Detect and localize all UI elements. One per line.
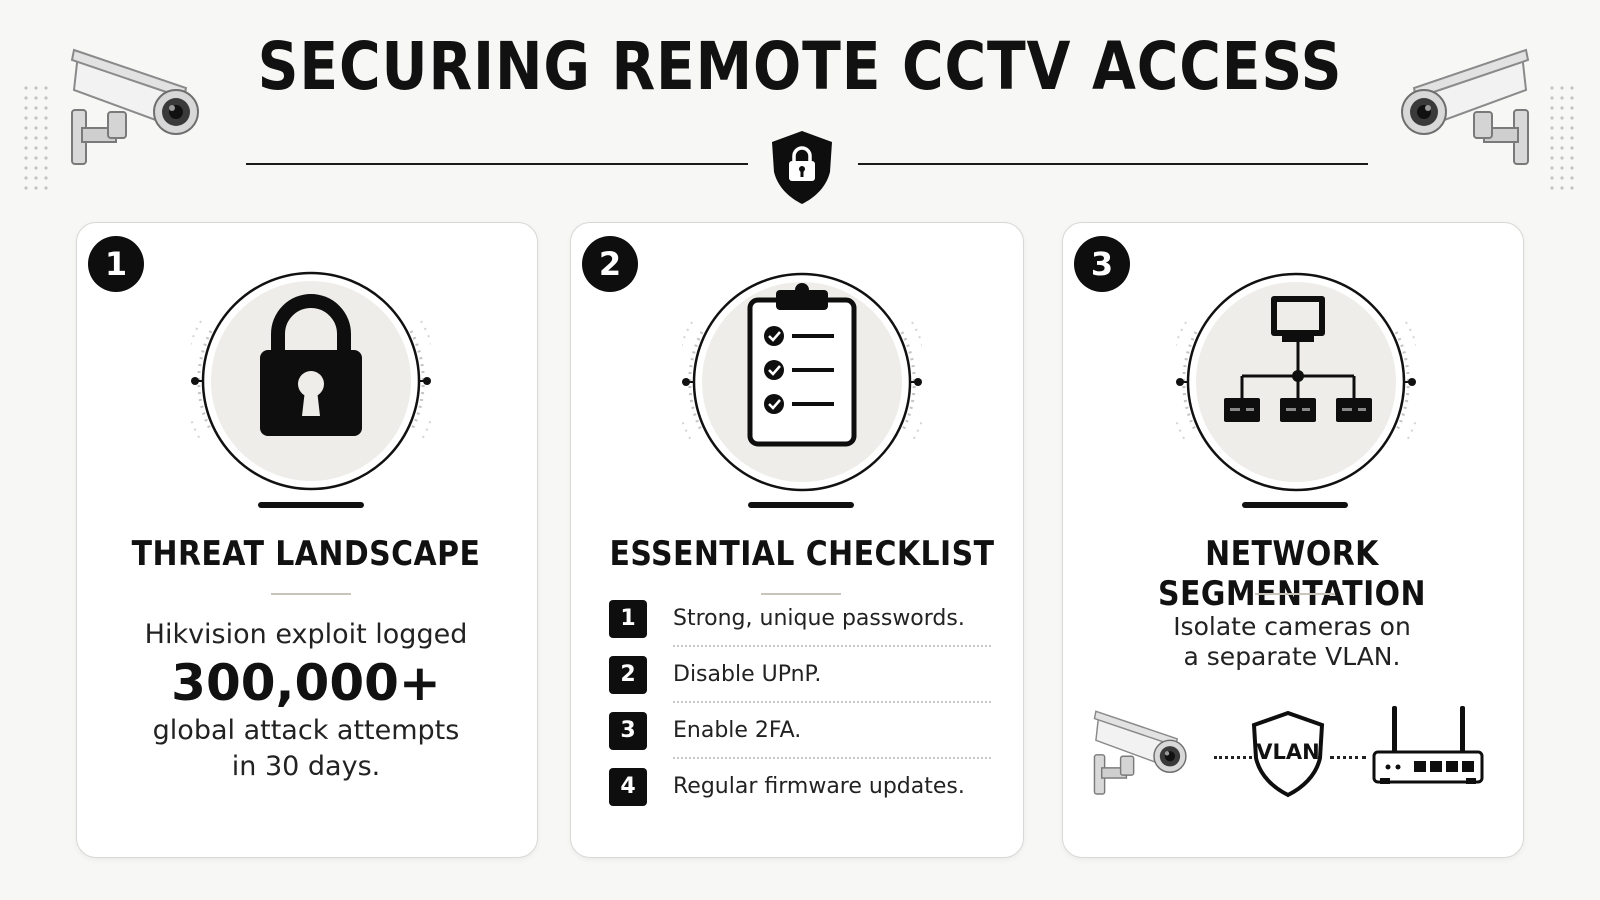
checklist-divider (673, 757, 991, 759)
checklist-item-number: 3 (609, 712, 647, 750)
network-hierarchy-icon (1224, 296, 1372, 422)
shield-lock-icon (772, 131, 832, 204)
heading-divider (761, 593, 841, 595)
icon-underbar (1242, 502, 1348, 508)
card-heading: NETWORK SEGMENTATION (1157, 534, 1427, 614)
card-number-badge: 2 (582, 236, 638, 292)
vlan-label: VLAN (1256, 740, 1320, 764)
threat-tail-text-1: global attack attempts (152, 715, 460, 746)
checklist-item-text: Strong, unique passwords. (673, 606, 965, 631)
padlock-icon (260, 294, 362, 436)
heading-divider (1255, 593, 1335, 595)
card-heading: THREAT LANDSCAPE (131, 534, 481, 574)
dot-pattern-right (1550, 86, 1574, 190)
header-rule-left (246, 163, 748, 165)
checklist-item-text: Enable 2FA. (673, 718, 802, 743)
checklist-item-number: 2 (609, 656, 647, 694)
icon-underbar (258, 502, 364, 508)
vlan-shield-icon (1251, 710, 1325, 798)
checklist-item-text: Disable UPnP. (673, 662, 822, 687)
connection-dots-right (1330, 756, 1366, 759)
icon-underbar (748, 502, 854, 508)
router-icon (1372, 706, 1484, 784)
checklist-item-number: 1 (609, 600, 647, 638)
card-number-badge: 1 (88, 236, 144, 292)
threat-tail-text-2: in 30 days. (231, 751, 381, 782)
heading-divider (271, 593, 351, 595)
segmentation-text-1: Isolate cameras on (1173, 612, 1411, 641)
card-number-badge: 3 (1074, 236, 1130, 292)
checklist-divider (673, 645, 991, 647)
cctv-camera-icon (1093, 710, 1187, 795)
dot-pattern-left (24, 86, 48, 190)
segmentation-text-2: a separate VLAN. (1183, 642, 1401, 671)
checklist-item-text: Regular firmware updates. (673, 774, 965, 799)
attack-count-stat: 300,000+ (171, 654, 441, 712)
connection-dots-left (1214, 756, 1252, 759)
clipboard-checklist-icon (747, 283, 857, 447)
header-rule-right (858, 163, 1368, 165)
threat-lead-text: Hikvision exploit logged (144, 619, 468, 650)
checklist-divider (673, 701, 991, 703)
page-title: SECURING REMOTE CCTV ACCESS (257, 28, 1343, 105)
card-heading: ESSENTIAL CHECKLIST (609, 534, 995, 574)
checklist-item-number: 4 (609, 768, 647, 806)
